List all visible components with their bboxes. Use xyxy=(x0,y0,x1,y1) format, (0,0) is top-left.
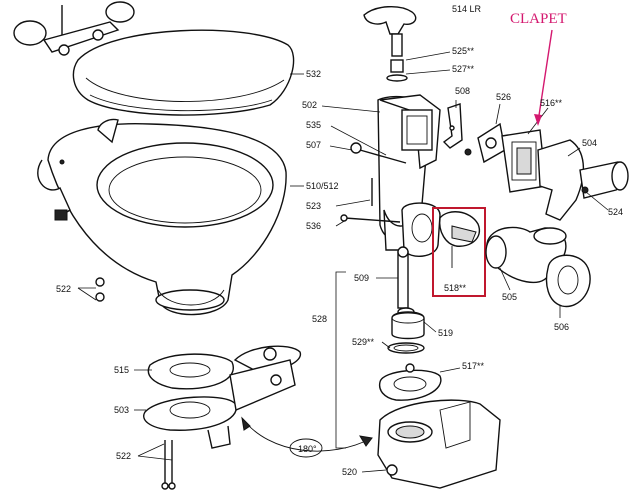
label-509: 509 xyxy=(354,273,369,283)
toilet-lid xyxy=(72,29,295,116)
label-536: 536 xyxy=(306,221,321,231)
piston-rod-509 xyxy=(397,246,409,309)
rotation-circle xyxy=(289,438,323,458)
bracket-508 xyxy=(442,103,472,156)
label-503: 503 xyxy=(114,405,129,415)
label-508: 508 xyxy=(455,86,470,96)
bolts-522 xyxy=(95,277,176,490)
label-517: 517** xyxy=(462,361,485,371)
label-524: 524 xyxy=(608,207,623,217)
pump-base xyxy=(377,399,501,489)
label-507: 507 xyxy=(306,140,321,150)
label-180: 180° xyxy=(298,444,317,454)
label-519: 519 xyxy=(438,328,453,338)
label-520: 520 xyxy=(342,467,357,477)
gasket-526 xyxy=(477,122,506,164)
joker-valve-518 xyxy=(439,211,481,268)
bracket-528 xyxy=(335,271,346,449)
leader-lines xyxy=(77,29,609,473)
label-526: 526 xyxy=(496,92,511,102)
pump-outlet-flange xyxy=(401,202,441,257)
clapet-highlight-box xyxy=(432,207,486,297)
label-516: 516** xyxy=(540,98,563,108)
elbow-505 xyxy=(485,226,567,284)
label-518: 518** xyxy=(444,283,467,293)
label-528: 528 xyxy=(312,314,327,324)
gasket-517 xyxy=(378,363,442,401)
label-529: 529** xyxy=(352,337,375,347)
label-525: 525** xyxy=(452,46,475,56)
hinge-assembly xyxy=(13,1,135,56)
piston-519 xyxy=(391,307,425,340)
rotate-180-arrow xyxy=(241,416,373,452)
label-504: 504 xyxy=(582,138,597,148)
valve-516 xyxy=(501,129,547,193)
clapet-annotation: CLAPET xyxy=(510,11,567,27)
toilet-bowl xyxy=(37,118,287,316)
inlet-504 xyxy=(537,139,629,221)
label-506: 506 xyxy=(554,322,569,332)
label-523: 523 xyxy=(306,201,321,211)
oring-529 xyxy=(387,342,425,354)
flange-506 xyxy=(545,254,591,308)
pump-handle-514 xyxy=(363,6,417,82)
label-527: 527** xyxy=(452,64,475,74)
label-522-top: 522 xyxy=(56,284,71,294)
base-flange-503 xyxy=(143,359,296,449)
label-522-bottom: 522 xyxy=(116,451,131,461)
label-514: 514 LR xyxy=(452,4,482,14)
label-515: 515 xyxy=(114,365,129,375)
label-502: 502 xyxy=(302,100,317,110)
label-510-512: 510/512 xyxy=(306,181,339,191)
label-505: 505 xyxy=(502,292,517,302)
label-532: 532 xyxy=(306,69,321,79)
label-535: 535 xyxy=(306,120,321,130)
